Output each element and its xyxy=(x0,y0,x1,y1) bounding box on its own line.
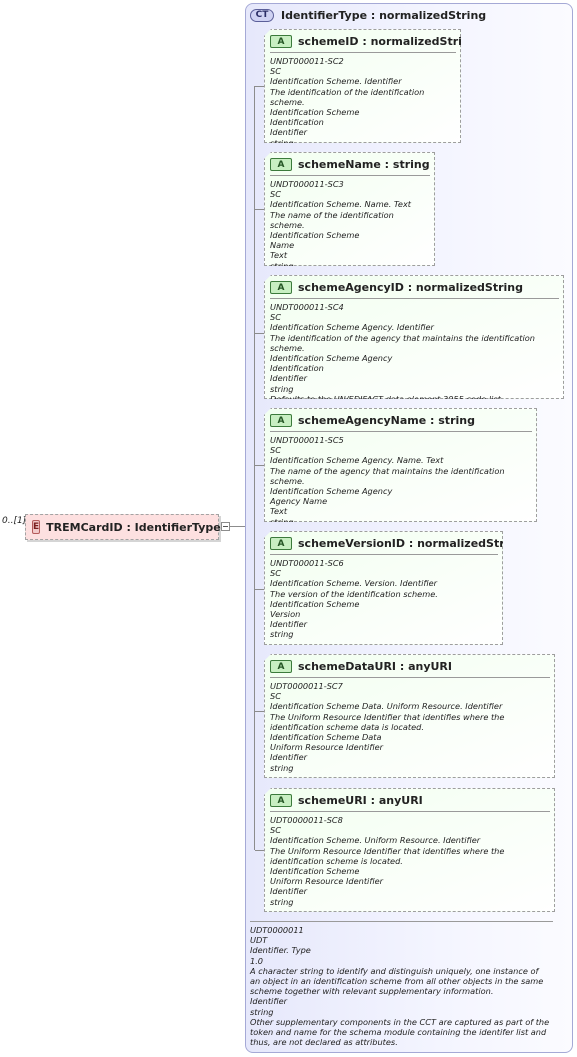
attribute-divider xyxy=(270,677,550,678)
attribute-documentation: UNDT000011-SC6 SC Identification Scheme.… xyxy=(270,558,438,640)
attribute-badge: A xyxy=(270,35,292,48)
attribute-tree-line xyxy=(254,86,255,850)
attribute-documentation: UNDT000011-SC5 SC Identification Scheme … xyxy=(270,435,505,527)
attribute-documentation: UNDT000011-SC4 SC Identification Scheme … xyxy=(270,302,535,404)
attribute-badge: A xyxy=(270,414,292,427)
attribute-documentation: UNDT000011-SC2 SC Identification Scheme.… xyxy=(270,56,425,148)
attribute-name: schemeVersionID : normalizedString xyxy=(298,537,525,550)
attribute-divider xyxy=(270,554,498,555)
attribute-divider xyxy=(270,175,430,176)
attribute-documentation: UDT0000011-SC7 SC Identification Scheme … xyxy=(270,681,505,773)
attribute-connector xyxy=(255,86,264,87)
attribute-connector xyxy=(255,850,264,851)
attribute-divider xyxy=(270,298,559,299)
attribute-name: schemeName : string xyxy=(298,158,430,171)
attribute-connector xyxy=(255,589,264,590)
attribute-connector xyxy=(255,711,264,712)
complex-type-title: IdentifierType : normalizedString xyxy=(281,8,487,22)
collapse-toggle-icon[interactable] xyxy=(221,522,230,531)
attribute-connector xyxy=(255,333,264,334)
attribute-badge: A xyxy=(270,281,292,294)
complex-type-documentation: UDT0000011 UDT Identifier. Type 1.0 A ch… xyxy=(250,925,550,1048)
element-badge: E xyxy=(32,520,41,534)
attribute-name: schemeAgencyName : string xyxy=(298,414,475,427)
element-connector xyxy=(230,526,245,527)
attribute-badge: A xyxy=(270,537,292,550)
attribute-name: schemeAgencyID : normalizedString xyxy=(298,281,523,294)
attribute-badge: A xyxy=(270,794,292,807)
attribute-documentation: UNDT000011-SC3 SC Identification Scheme.… xyxy=(270,179,412,271)
complex-type-doc-divider xyxy=(250,921,553,922)
attribute-connector xyxy=(255,209,264,210)
attribute-name: schemeURI : anyURI xyxy=(298,794,423,807)
complex-type-badge: CT xyxy=(250,8,274,22)
attribute-divider xyxy=(270,811,550,812)
attribute-documentation: UDT0000011-SC8 SC Identification Scheme.… xyxy=(270,815,505,907)
attribute-badge: A xyxy=(270,660,292,673)
attribute-badge: A xyxy=(270,158,292,171)
complex-type-header: CT IdentifierType : normalizedString xyxy=(250,7,486,23)
attribute-name: schemeDataURI : anyURI xyxy=(298,660,452,673)
attribute-divider xyxy=(270,52,456,53)
element-multiplicity: 0..[1] xyxy=(2,516,27,526)
element-name: TREMCardID : IdentifierType xyxy=(46,520,221,534)
attribute-name: schemeID : normalizedString xyxy=(298,35,478,48)
attribute-divider xyxy=(270,431,532,432)
attribute-connector xyxy=(255,465,264,466)
element-box[interactable]: E TREMCardID : IdentifierType xyxy=(25,514,221,540)
